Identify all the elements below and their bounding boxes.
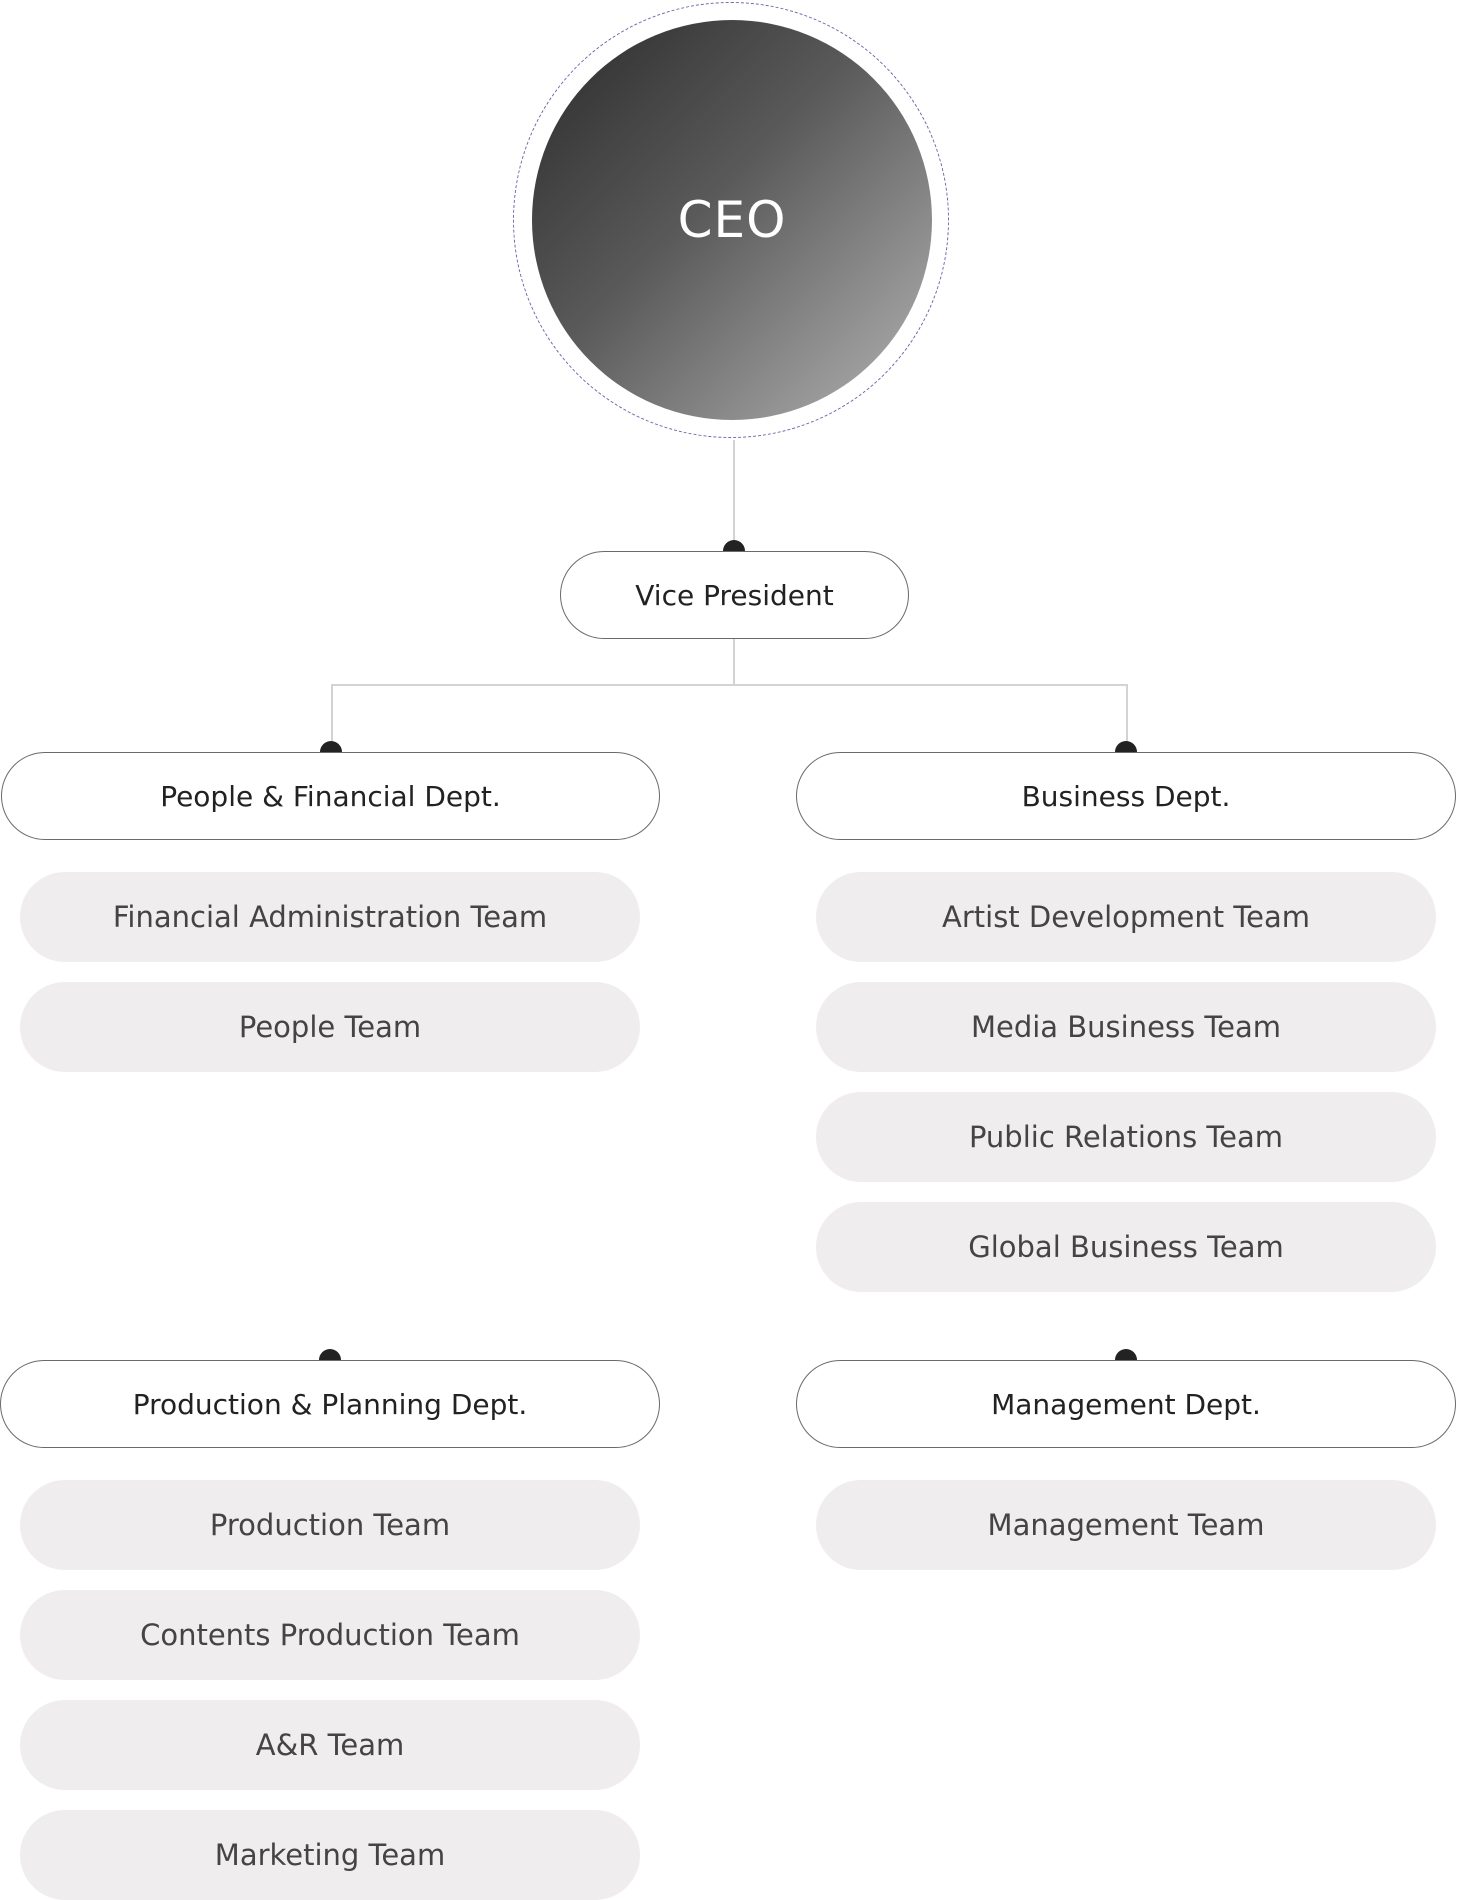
- team-label: Financial Administration Team: [112, 900, 548, 934]
- dept-business: Business Dept.: [796, 752, 1456, 840]
- vice-president-node: Vice President: [560, 551, 909, 639]
- team-label: Public Relations Team: [968, 1120, 1284, 1154]
- team-label: Contents Production Team: [140, 1618, 520, 1652]
- team-label: A&R Team: [255, 1728, 405, 1762]
- ceo-node: CEO: [532, 20, 932, 420]
- ceo-ring: [513, 2, 949, 438]
- vp-down-connector: [733, 639, 735, 685]
- dept-production-planning: Production & Planning Dept.: [0, 1360, 660, 1448]
- vice-president-label: Vice President: [635, 578, 834, 612]
- team-label: Artist Development Team: [942, 900, 1310, 934]
- team-artist-development: Artist Development Team: [816, 872, 1436, 962]
- dept-label: People & Financial Dept.: [160, 779, 501, 813]
- ceo-vp-connector: [733, 440, 735, 552]
- dept-management: Management Dept.: [796, 1360, 1456, 1448]
- team-contents-production: Contents Production Team: [20, 1590, 640, 1680]
- dept-label: Production & Planning Dept.: [132, 1387, 528, 1421]
- dept-branch-connector: [331, 684, 1128, 686]
- team-marketing: Marketing Team: [20, 1810, 640, 1900]
- team-public-relations: Public Relations Team: [816, 1092, 1436, 1182]
- team-label: People Team: [238, 1010, 422, 1044]
- team-global-business: Global Business Team: [816, 1202, 1436, 1292]
- team-label: Media Business Team: [970, 1010, 1282, 1044]
- dept-label: Business Dept.: [1021, 779, 1231, 813]
- team-label: Global Business Team: [968, 1230, 1284, 1264]
- dept-people-financial: People & Financial Dept.: [1, 752, 660, 840]
- team-a-and-r: A&R Team: [20, 1700, 640, 1790]
- dept-left-connector: [331, 684, 333, 752]
- team-people: People Team: [20, 982, 640, 1072]
- team-production: Production Team: [20, 1480, 640, 1570]
- team-label: Management Team: [987, 1508, 1265, 1542]
- team-management: Management Team: [816, 1480, 1436, 1570]
- team-label: Marketing Team: [214, 1838, 446, 1872]
- team-label: Production Team: [209, 1508, 451, 1542]
- team-media-business: Media Business Team: [816, 982, 1436, 1072]
- ceo-label: CEO: [677, 191, 787, 249]
- dept-right-connector: [1126, 684, 1128, 752]
- dept-label: Management Dept.: [991, 1387, 1261, 1421]
- team-financial-administration: Financial Administration Team: [20, 872, 640, 962]
